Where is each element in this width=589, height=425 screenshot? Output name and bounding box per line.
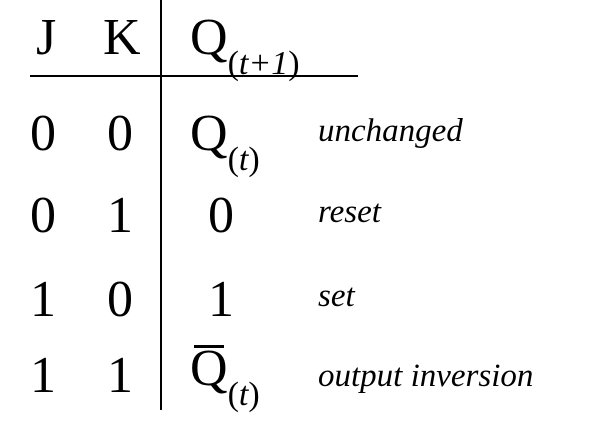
row-3-note: set [318,278,355,314]
row-4-q-complement: Q [190,340,228,397]
row-1-q-subscript: (t) [227,141,260,178]
row-3-k: 0 [107,271,133,328]
row-2-j: 0 [30,187,56,244]
column-divider [160,0,162,410]
row-1-j: 0 [30,105,56,162]
row-1-k: 0 [107,105,133,162]
row-1-q: Q(t) [190,105,260,178]
row-4-note: output inversion [318,358,534,394]
row-3-q: 1 [208,271,234,328]
row-3-j: 1 [30,271,56,328]
header-q-next: Q(t+1) [190,9,300,81]
row-2-note: reset [318,194,381,230]
row-4-j: 1 [30,347,56,404]
row-4-k: 1 [107,347,133,404]
header-q-subscript: (t+1) [227,45,300,82]
header-underline [30,75,358,77]
header-k: K [103,9,141,66]
row-2-k: 1 [107,187,133,244]
header-j: J [36,9,57,66]
row-1-note: unchanged [318,113,463,149]
row-2-q: 0 [208,187,234,244]
row-4-q-subscript: (t) [227,376,260,413]
row-4-q: Q(t) [190,340,260,412]
header-q-symbol: Q [190,9,228,66]
